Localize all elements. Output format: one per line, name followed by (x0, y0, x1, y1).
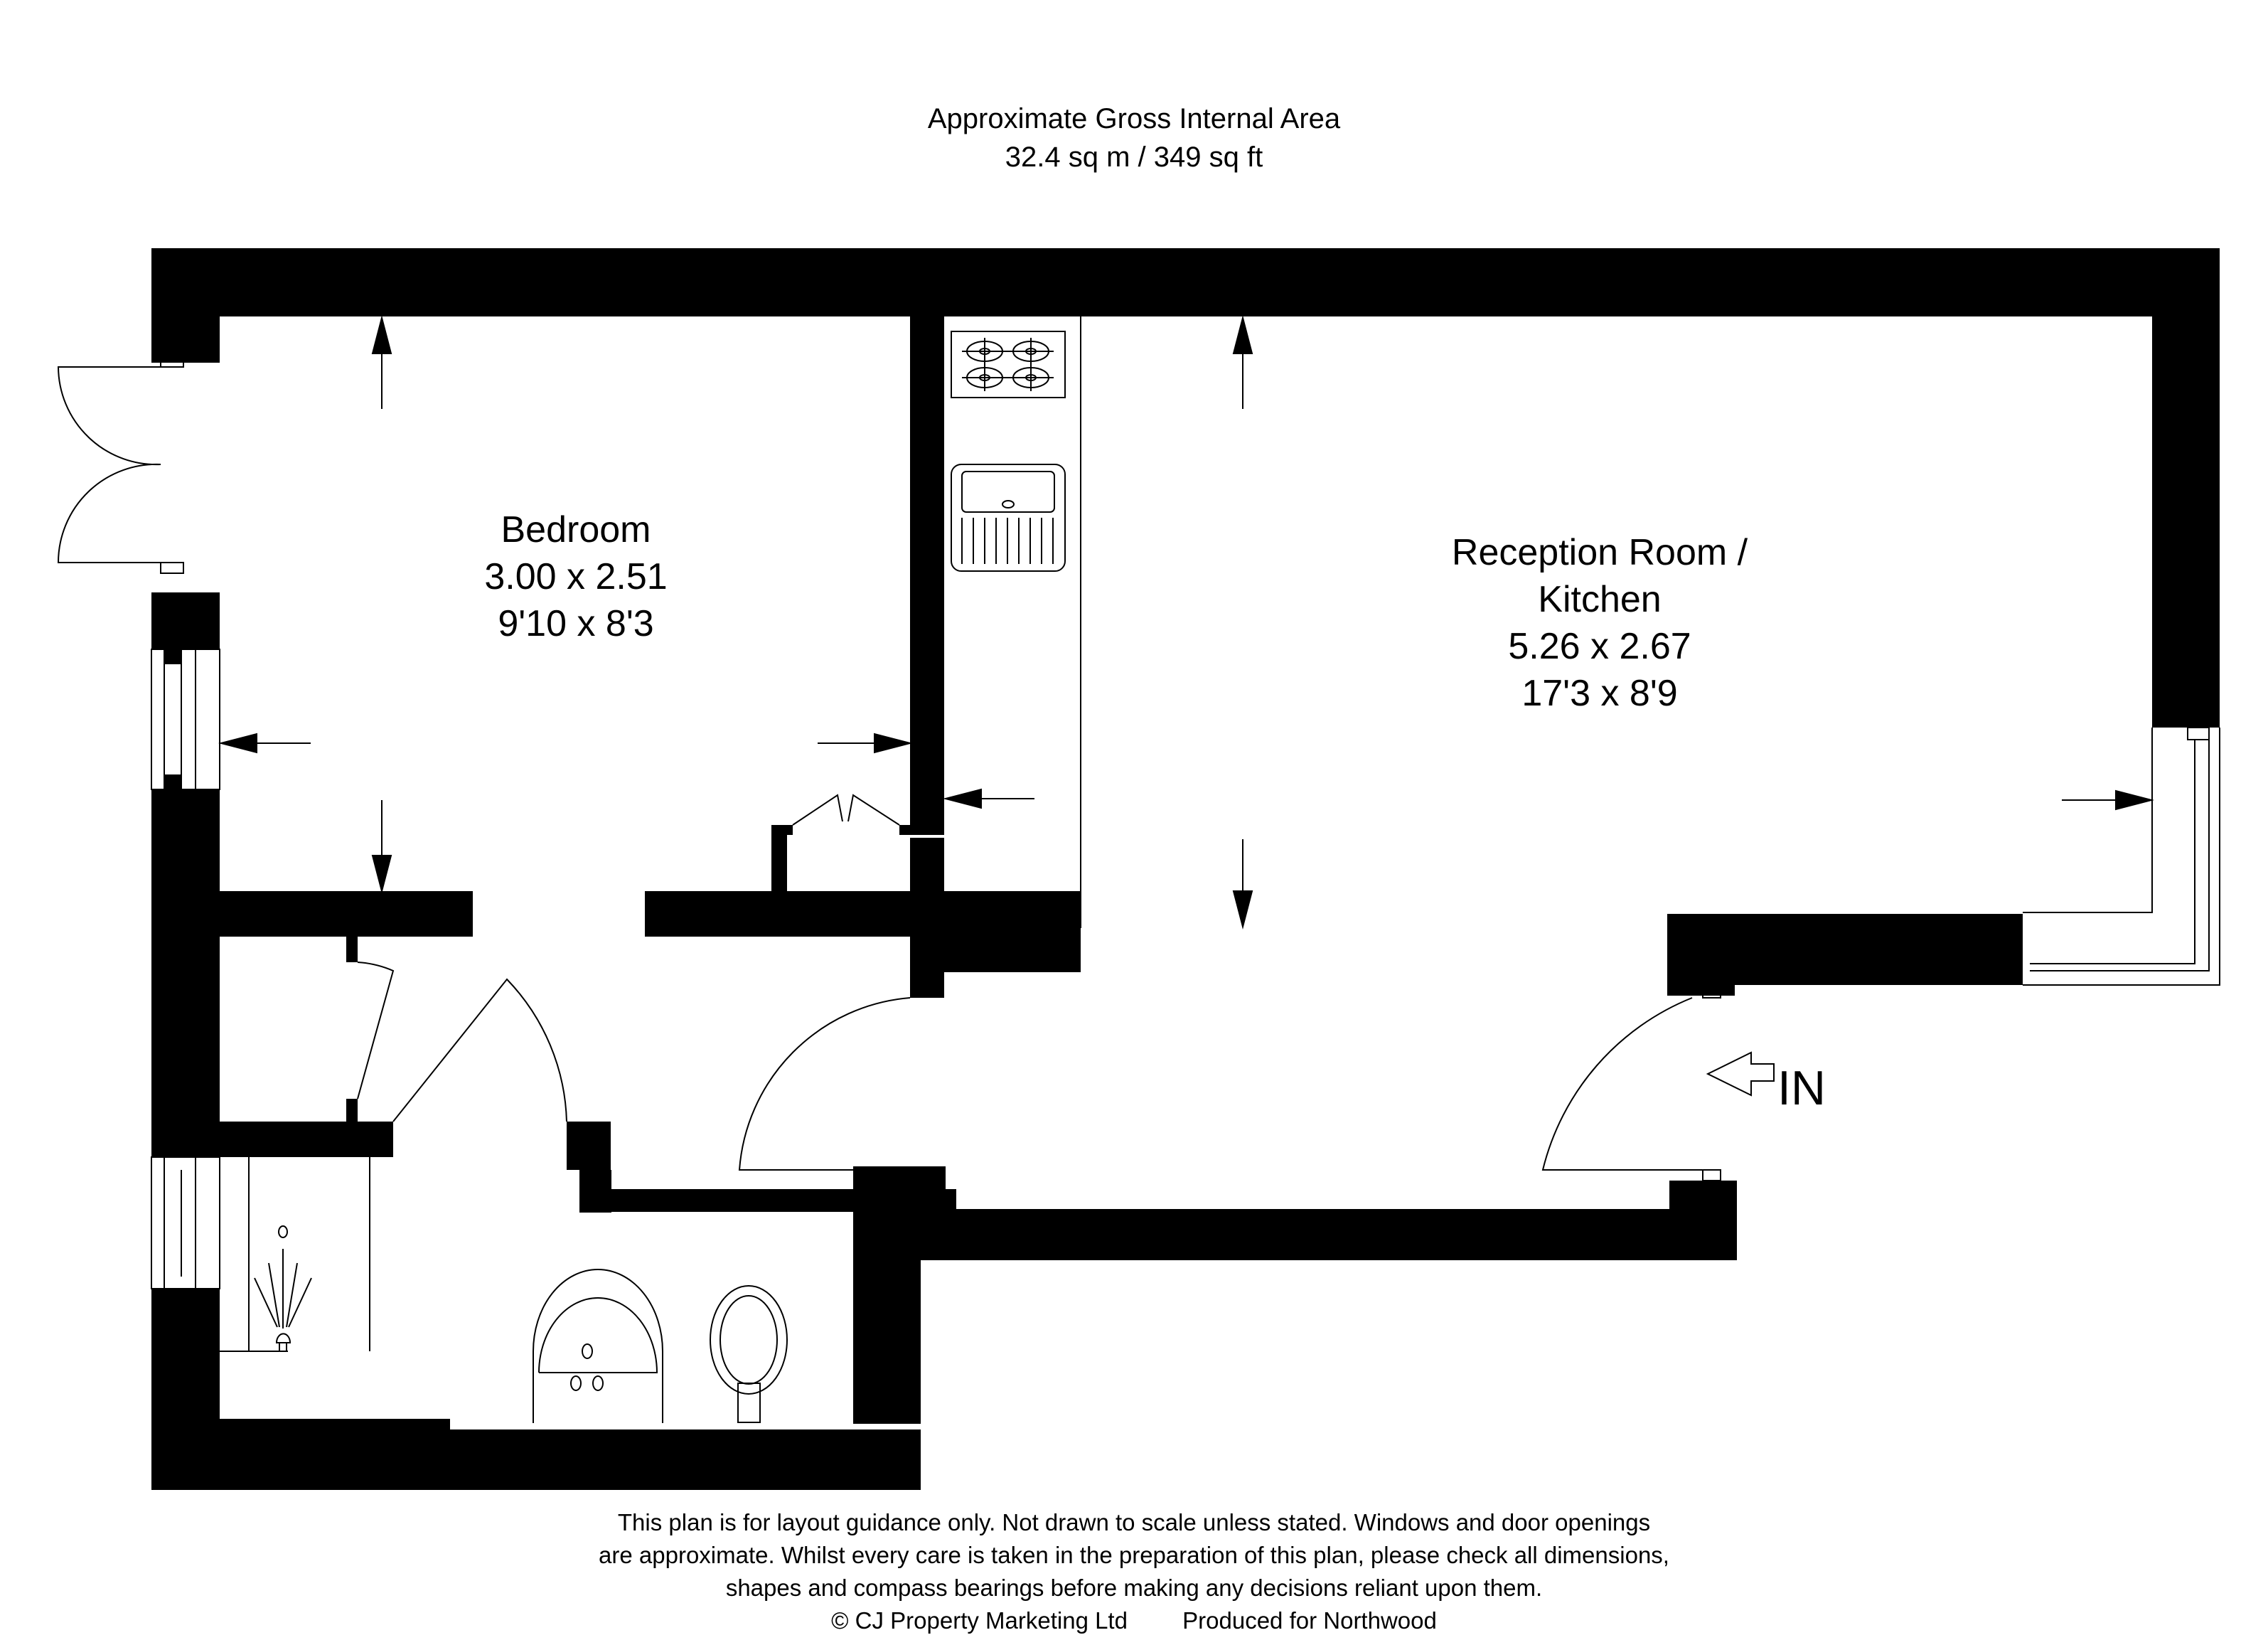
reception-name-line1: Reception Room / (1451, 532, 1748, 573)
area-header: Approximate Gross Internal Area 32.4 sq … (0, 100, 2268, 176)
toilet-icon (710, 1285, 788, 1423)
four-burner-hob-icon (951, 331, 1066, 398)
walls (151, 248, 2220, 1490)
dimension-arrows (218, 315, 2154, 930)
disclaimer-footer: This plan is for layout guidance only. N… (0, 1506, 2268, 1637)
area-value: 32.4 sq m / 349 sq ft (1005, 142, 1263, 173)
entrance-label: IN (1777, 1061, 1826, 1115)
sink-drainer-icon (951, 464, 1066, 572)
entrance-arrow-icon (1706, 1051, 1775, 1097)
bedroom-dimensions-metric: 3.00 x 2.51 (484, 556, 668, 597)
credits: © CJ Property Marketing Ltd Produced for… (0, 1604, 2268, 1637)
area-title: Approximate Gross Internal Area (927, 103, 1341, 134)
produced-for: Produced for Northwood (1182, 1607, 1437, 1634)
disclaimer-line-2: are approximate. Whilst every care is ta… (599, 1542, 1669, 1568)
washbasin-icon (533, 1269, 663, 1423)
bedroom-label: Bedroom 3.00 x 2.51 9'10 x 8'3 (398, 506, 754, 647)
reception-dimensions-imperial: 17'3 x 8'9 (1521, 673, 1678, 714)
reception-dimensions-metric: 5.26 x 2.67 (1508, 626, 1691, 667)
windows (151, 649, 2220, 1289)
disclaimer-line-3: shapes and compass bearings before makin… (725, 1575, 1543, 1601)
copyright: © CJ Property Marketing Ltd (831, 1607, 1128, 1634)
kitchen-counter (951, 316, 1081, 928)
shower-spray-icon (254, 1225, 312, 1352)
bathroom-fixtures (220, 1157, 788, 1423)
reception-kitchen-label: Reception Room / Kitchen 5.26 x 2.67 17'… (1351, 529, 1849, 717)
bedroom-name: Bedroom (501, 509, 651, 550)
doors (57, 356, 1721, 1181)
disclaimer-line-1: This plan is for layout guidance only. N… (617, 1509, 1651, 1535)
reception-name-line2: Kitchen (1538, 579, 1662, 620)
bedroom-dimensions-imperial: 9'10 x 8'3 (498, 603, 654, 644)
